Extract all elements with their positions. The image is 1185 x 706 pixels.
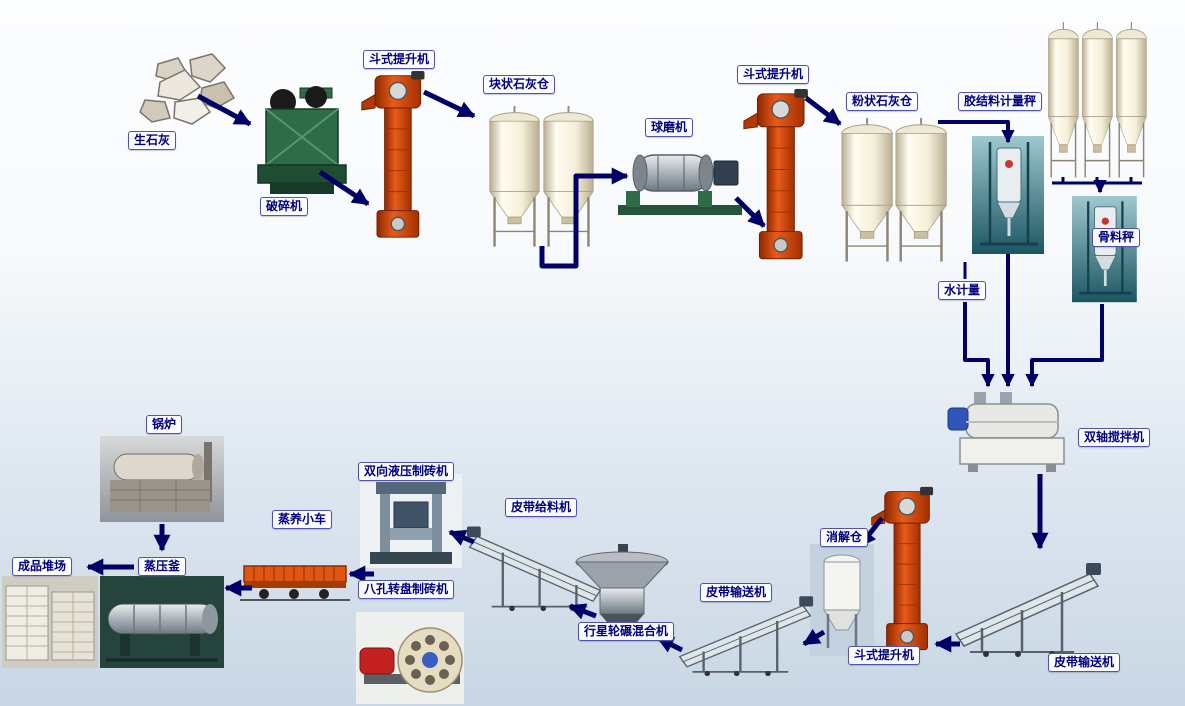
label-double-shaft-mixer: 双轴搅拌机	[1078, 428, 1151, 447]
label-product-yard: 成品堆场	[12, 557, 73, 576]
powder-lime-silo-1	[840, 116, 894, 263]
label-binder-scale: 胶结料计量秤	[958, 92, 1043, 111]
product-yard-photo	[2, 576, 98, 668]
label-water-meter: 水计量	[938, 281, 987, 300]
aggregate-scale	[1070, 194, 1139, 304]
belt-conveyor-mid	[678, 595, 815, 678]
label-quicklime: 生石灰	[128, 131, 177, 150]
arrow-lump-silo-to-ballmill	[539, 167, 629, 269]
flow-arrows	[86, 89, 1142, 653]
label-curing-trolley: 蒸养小车	[272, 510, 333, 529]
ball-mill	[618, 154, 742, 215]
arrow-water-to-mixer	[963, 302, 995, 388]
storage-silo-3	[1115, 20, 1148, 179]
label-belt-feeder: 皮带给料机	[505, 498, 578, 517]
boiler-photo	[100, 436, 224, 522]
label-bucket-elevator-1: 斗式提升机	[363, 50, 436, 69]
label-digestion-silo: 消解仓	[820, 528, 869, 547]
arrow-planetary-to-feeder	[568, 603, 597, 620]
line-powder-silo-to-binder-scale	[938, 120, 1015, 144]
double-shaft-mixer	[947, 392, 1065, 472]
arrow-feeder-to-press	[448, 529, 475, 546]
label-bucket-elevator-2: 斗式提升机	[737, 65, 810, 84]
arrow-crusher-to-elevator1	[318, 169, 370, 207]
arrow-elevator2-to-powder-silo	[804, 96, 842, 126]
planetary-wheel-mixer	[574, 544, 670, 628]
powder-lime-silo-2	[894, 116, 948, 263]
label-belt-conveyor-right: 皮带输送机	[1048, 653, 1121, 672]
bucket-elevator-3	[871, 486, 934, 651]
label-boiler: 锅炉	[146, 415, 183, 434]
arrow-digestion-to-conveyor-mid	[802, 628, 826, 647]
label-lump-lime-silo: 块状石灰仓	[483, 75, 556, 94]
label-hydraulic-press: 双向液压制砖机	[358, 462, 455, 481]
steam-curing-trolley	[240, 565, 350, 601]
belt-conveyor-right	[954, 561, 1103, 659]
arrow-aggregate-to-mixer	[1025, 304, 1104, 388]
label-crusher: 破碎机	[260, 197, 309, 216]
hydraulic-brick-machine-photo	[360, 474, 462, 568]
label-ball-mill: 球磨机	[645, 118, 694, 137]
jaw-crusher	[257, 86, 347, 194]
arrow-ballmill-to-elevator2	[734, 196, 766, 228]
autoclave-photo	[100, 576, 224, 668]
storage-silo-1	[1047, 20, 1080, 179]
quicklime-rocks	[139, 53, 236, 125]
label-planetary-mixer: 行星轮碾混合机	[578, 622, 675, 641]
lump-lime-silo-1	[488, 104, 541, 248]
belt-feeder	[465, 525, 602, 613]
binder-metering-scale	[970, 134, 1046, 256]
label-belt-conveyor-mid: 皮带输送机	[700, 583, 773, 602]
label-autoclave: 蒸压釜	[138, 557, 187, 576]
bucket-elevator-2	[743, 88, 809, 260]
storage-silo-2	[1081, 20, 1114, 179]
rotary-brick-machine-photo	[356, 612, 464, 704]
label-bucket-elevator-3: 斗式提升机	[848, 646, 921, 665]
bucket-elevator-1	[361, 70, 426, 238]
label-powder-lime-silo: 粉状石灰仓	[846, 92, 919, 111]
label-rotary-press: 八孔转盘制砖机	[358, 580, 455, 599]
arrow-quicklime-to-crusher	[196, 93, 252, 127]
label-aggregate-scale: 骨料秤	[1092, 228, 1141, 247]
digestion-silo-photo	[810, 544, 874, 656]
arrow-elevator1-to-lump-silo	[422, 89, 476, 119]
